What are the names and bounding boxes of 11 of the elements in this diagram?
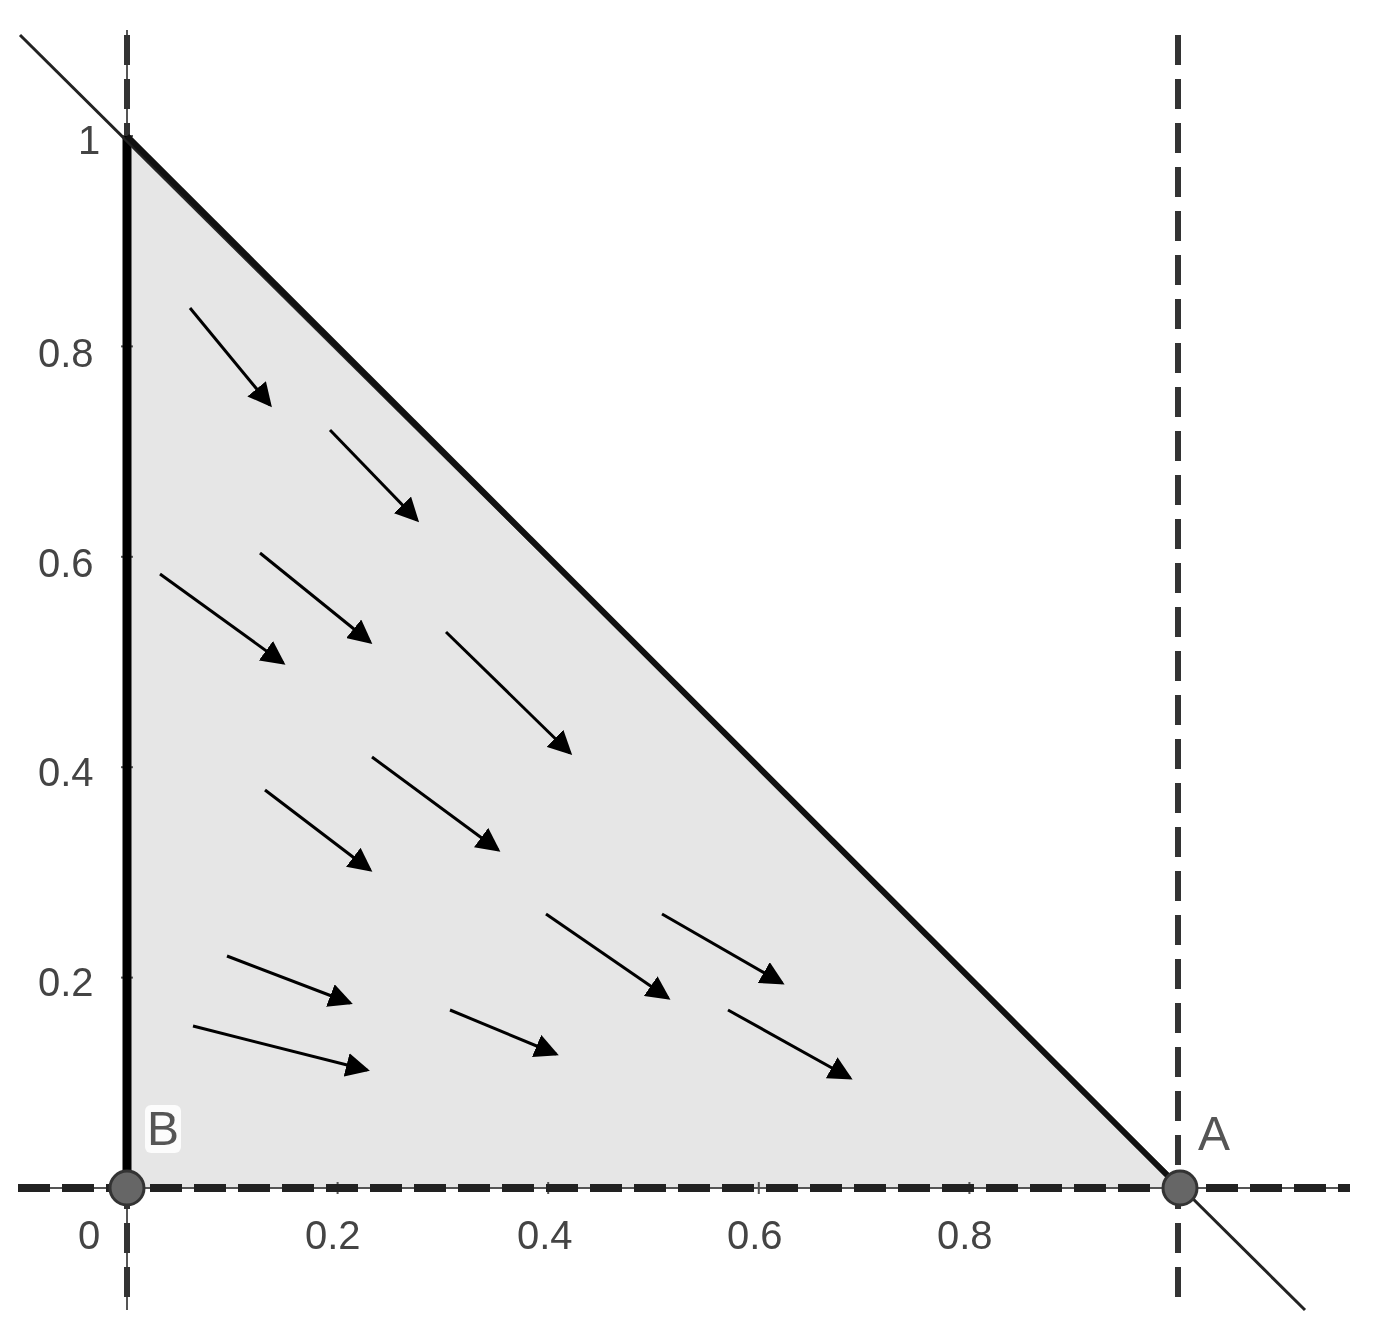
tick-label: 0.8 bbox=[38, 333, 94, 373]
tick-label: 0.6 bbox=[727, 1215, 783, 1255]
tick-label: 0.8 bbox=[937, 1215, 993, 1255]
tick-label: 0.2 bbox=[305, 1215, 361, 1255]
tick-label: 0.4 bbox=[517, 1215, 573, 1255]
tick-label: 0.2 bbox=[38, 962, 94, 1002]
tick-label: 0.4 bbox=[38, 752, 94, 792]
tick-label: 0 bbox=[78, 1215, 101, 1255]
point-label: B bbox=[145, 1105, 181, 1153]
tick-label: 0.6 bbox=[38, 543, 94, 583]
tick-label: 1 bbox=[78, 120, 101, 160]
